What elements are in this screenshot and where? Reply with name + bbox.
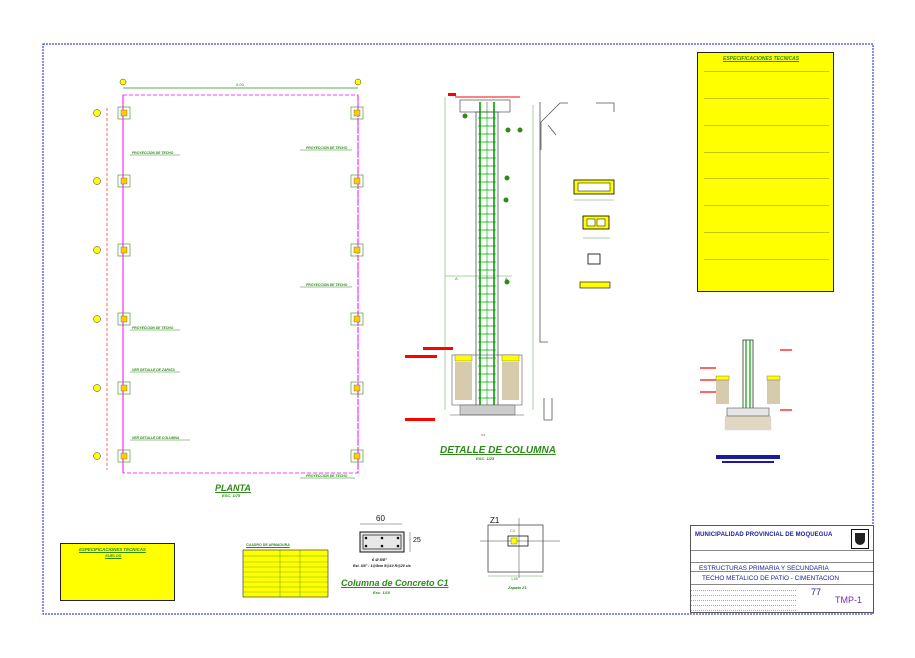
column-depth-label: 25 xyxy=(413,537,421,544)
svg-text:6.00: 6.00 xyxy=(236,82,245,87)
spec-line xyxy=(704,94,829,100)
spec-line xyxy=(704,277,829,281)
column-detail-title: DETALLE DE COLUMNA xyxy=(440,445,556,456)
footing-plan xyxy=(117,243,131,257)
footing-label: Z1 xyxy=(490,516,500,525)
table-title: CUADRO DE ARMADURA xyxy=(246,543,290,547)
axis-bubble xyxy=(354,78,362,86)
sheet-number: 77 xyxy=(811,587,822,597)
spec-line xyxy=(704,201,829,207)
footing-plan xyxy=(117,312,131,326)
footing-plan xyxy=(350,381,364,395)
title-line-2: TECHO METALICO DE PATIO - CIMENTACION xyxy=(702,575,839,582)
column-section-c1 xyxy=(359,523,411,553)
axis-bubble xyxy=(93,177,101,185)
spec-line xyxy=(704,228,829,233)
specs-left-subtitle: SUELOS xyxy=(105,553,122,558)
footing-z1-plan xyxy=(480,518,560,578)
specs-right-body xyxy=(704,67,829,281)
svg-text:PROYECCION DE TECHO: PROYECCION DE TECHO xyxy=(306,474,348,478)
svg-text:VER DETALLE DE ZAPATA: VER DETALLE DE ZAPATA xyxy=(132,368,175,372)
footing-column-label: C1 xyxy=(510,528,516,533)
column-section-title: Columna de Concreto C1 xyxy=(341,578,449,588)
plan-title: PLANTA xyxy=(215,483,251,493)
plan-scale: ESC. 1/75 xyxy=(222,493,241,498)
municipality-name: MUNICIPALIDAD PROVINCIAL DE MOQUEGUA xyxy=(695,532,833,538)
spec-line xyxy=(704,254,829,260)
specs-right-panel: ESPECIFICACIONES TECNICAS xyxy=(697,52,834,292)
svg-text:PROYECCION DE TECHO: PROYECCION DE TECHO xyxy=(306,283,348,287)
footing-plan xyxy=(117,106,131,120)
stirrup-details xyxy=(573,179,615,289)
reinforcement-table xyxy=(242,549,329,598)
sheet-code: TMP-1 xyxy=(835,595,862,605)
sheet-border xyxy=(42,43,874,615)
axis-bubble xyxy=(93,384,101,392)
footing-section xyxy=(700,339,792,463)
footing-dim-label: 1.00 xyxy=(511,577,518,581)
specs-left-body xyxy=(65,564,171,585)
specs-left-panel: ESPECIFICACIONES TECNICAS SUELOS xyxy=(60,543,175,601)
column-detail-scale: ESC. 1/25 xyxy=(476,456,495,461)
svg-text:PROYECCION DE TECHO: PROYECCION DE TECHO xyxy=(132,326,174,330)
bar-bending-details xyxy=(539,102,615,421)
plan-view: 6.00 xyxy=(93,78,364,479)
axis-bubble xyxy=(93,246,101,254)
title-block: MUNICIPALIDAD PROVINCIAL DE MOQUEGUA EST… xyxy=(690,525,874,613)
footing-plan xyxy=(350,174,364,188)
svg-text:A: A xyxy=(455,276,458,281)
specs-left-title: ESPECIFICACIONES TECNICAS xyxy=(79,547,146,552)
footing-plan xyxy=(117,381,131,395)
spec-line xyxy=(704,67,829,73)
column-section-scale: Esc. 1/10 xyxy=(373,590,391,595)
axis-bubble xyxy=(93,109,101,117)
svg-text:A: A xyxy=(505,276,508,281)
footing-plan xyxy=(350,106,364,120)
footing-plan xyxy=(117,449,131,463)
axis-bubble xyxy=(93,452,101,460)
footing-caption: Zapata Z1 xyxy=(508,585,527,590)
footing-plan xyxy=(350,312,364,326)
axis-bubble xyxy=(119,78,127,86)
footing-plan xyxy=(117,174,131,188)
column-width-label: 60 xyxy=(376,514,385,523)
svg-text:VER DETALLE DE COLUMNA: VER DETALLE DE COLUMNA xyxy=(132,436,180,440)
svg-text:C1: C1 xyxy=(481,433,485,437)
title-block-fields xyxy=(691,586,796,611)
municipality-logo xyxy=(851,529,869,549)
rebar-note: 6 Ø 5/8" xyxy=(372,557,388,562)
spec-line xyxy=(704,147,829,153)
svg-text:PROYECCION DE TECHO: PROYECCION DE TECHO xyxy=(306,146,348,150)
spec-line xyxy=(704,121,829,126)
title-line-1: ESTRUCTURAS PRIMARIA Y SECUNDARIA xyxy=(699,565,829,572)
specs-right-title: ESPECIFICACIONES TECNICAS xyxy=(723,56,800,62)
footing-plan xyxy=(350,449,364,463)
spec-line xyxy=(704,174,829,180)
column-elevation: C1 A A xyxy=(405,93,534,437)
stirrup-note: Est. 3/8" : 1@5cm 5@10 R@20 c/e xyxy=(353,564,411,568)
axis-bubble xyxy=(93,315,101,323)
footing-plan xyxy=(350,243,364,257)
svg-text:PROYECCION DE TECHO: PROYECCION DE TECHO xyxy=(132,151,174,155)
